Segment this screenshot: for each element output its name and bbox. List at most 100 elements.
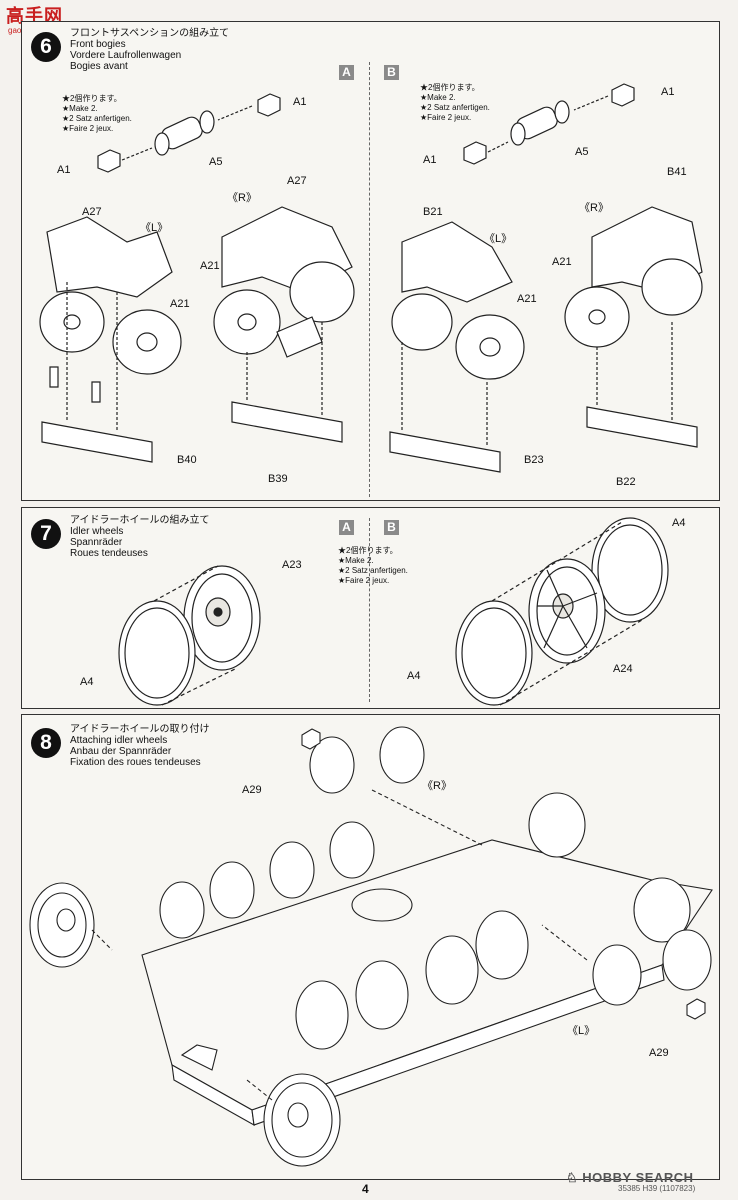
part-label-a1: A1 xyxy=(661,86,675,98)
variant-b-badge: B xyxy=(384,520,399,535)
part-label-a5: A5 xyxy=(575,146,589,158)
left-bogie-a xyxy=(39,216,182,463)
product-code: 35385 H39 (1107823) xyxy=(618,1184,696,1193)
left-side-label: 《L》 xyxy=(567,1025,596,1037)
part-label-a29: A29 xyxy=(242,784,262,796)
left-side-label: 《L》 xyxy=(484,233,513,245)
road-wheels-far-side xyxy=(159,821,375,939)
step-number: 8 xyxy=(31,728,61,758)
title-jp: フロントサスペンションの組み立て xyxy=(70,28,230,39)
left-idler-assembly xyxy=(541,924,712,1020)
variant-divider xyxy=(369,518,370,702)
left-bogie-b xyxy=(389,221,525,473)
title-fr: Roues tendeuses xyxy=(70,548,148,559)
bogie-end-cap-a1 xyxy=(611,83,635,107)
note-fr: ★Faire 2 jeux. xyxy=(420,113,472,122)
rubber-tire-a4 xyxy=(118,600,196,706)
drive-sprocket xyxy=(633,877,691,943)
hull-hatch xyxy=(351,888,413,922)
hull-idler-attachment-illustration xyxy=(29,726,713,1167)
idler-wheel-front-right xyxy=(246,1073,341,1167)
step-title: フロントサスペンションの組み立て Front bogies Vordere La… xyxy=(70,28,229,72)
title-en: Idler wheels xyxy=(70,526,124,537)
part-label-b22: B22 xyxy=(616,476,636,488)
make-two-note: ★2個作ります。 ★Make 2. ★2 Satz anfertigen. ★F… xyxy=(62,94,132,134)
part-label-a5: A5 xyxy=(209,156,223,168)
step-title: アイドラーホイールの取り付け Attaching idler wheels An… xyxy=(70,724,210,768)
variant-a-badge: A xyxy=(339,65,354,80)
part-label-a27: A27 xyxy=(287,175,307,187)
title-en: Front bogies xyxy=(70,39,126,50)
rubber-tire-a4 xyxy=(591,517,669,623)
title-fr: Fixation des roues tendeuses xyxy=(70,757,201,768)
rubber-tire-a4 xyxy=(455,600,533,706)
title-de: Spannräder xyxy=(70,537,123,548)
idler-wheel-a23 xyxy=(183,565,261,671)
part-label-a24: A24 xyxy=(613,663,633,675)
idler-arm-a29 xyxy=(301,728,321,750)
note-de: ★2 Satz anfertigen. xyxy=(62,114,132,123)
part-label-a29: A29 xyxy=(649,1047,669,1059)
title-fr: Bogies avant xyxy=(70,61,128,72)
drive-sprocket xyxy=(528,792,586,858)
note-de: ★2 Satz anfertigen. xyxy=(420,103,490,112)
note-en: ★Make 2. xyxy=(62,104,98,113)
note-fr: ★Faire 2 jeux. xyxy=(338,576,390,585)
part-label-a4: A4 xyxy=(80,676,94,688)
step-number: 7 xyxy=(31,519,61,549)
note-en: ★Make 2. xyxy=(338,556,374,565)
page-number: 4 xyxy=(362,1182,369,1196)
front-bogie-assembly-illustration xyxy=(39,83,703,473)
right-side-label: 《R》 xyxy=(422,780,452,792)
part-label-a4: A4 xyxy=(407,670,421,682)
variant-a-badge: A xyxy=(339,520,354,535)
part-label-b40: B40 xyxy=(177,454,197,466)
step-7-panel: 7 アイドラーホイールの組み立て Idler wheels Spannräder… xyxy=(21,507,720,709)
bogie-end-cap-a1 xyxy=(257,93,281,117)
bogie-end-cap-a1 xyxy=(463,141,487,165)
part-label-a21: A21 xyxy=(170,298,190,310)
right-bogie-b xyxy=(564,206,703,448)
road-wheels-near-side xyxy=(295,910,529,1050)
title-en: Attaching idler wheels xyxy=(70,735,168,746)
note-jp: ★2個作ります。 xyxy=(420,83,480,92)
part-label-a21: A21 xyxy=(200,260,220,272)
title-jp: アイドラーホイールの取り付け xyxy=(70,724,210,735)
part-label-a23: A23 xyxy=(282,559,302,571)
part-label-b21: B21 xyxy=(423,206,443,218)
make-two-note: ★2個作ります。 ★Make 2. ★2 Satz anfertigen. ★F… xyxy=(420,83,490,123)
part-label-a1: A1 xyxy=(293,96,307,108)
note-en: ★Make 2. xyxy=(420,93,456,102)
right-bogie-a xyxy=(213,206,355,443)
part-label-b41: B41 xyxy=(667,166,687,178)
idler-arm-a29 xyxy=(686,998,706,1020)
part-label-b39: B39 xyxy=(268,473,288,485)
bogie-axle-part-a5 xyxy=(510,100,570,146)
right-side-label: 《R》 xyxy=(227,192,257,204)
part-label-a21: A21 xyxy=(517,293,537,305)
idler-mount-bracket xyxy=(180,1044,218,1071)
spoked-idler-wheel-a24 xyxy=(528,558,606,664)
note-fr: ★Faire 2 jeux. xyxy=(62,124,114,133)
title-de: Anbau der Spannräder xyxy=(70,746,172,757)
bogie-axle-part-a5 xyxy=(154,110,215,156)
bogie-end-cap-a1 xyxy=(97,149,121,173)
step-6-panel: 6 フロントサスペンションの組み立て Front bogies Vordere … xyxy=(21,21,720,501)
idler-wheel-illustration xyxy=(118,517,669,706)
step-8-panel: 8 アイドラーホイールの取り付け Attaching idler wheels … xyxy=(21,714,720,1180)
left-side-label: 《L》 xyxy=(140,222,169,234)
note-jp: ★2個作ります。 xyxy=(62,94,122,103)
step-title: アイドラーホイールの組み立て Idler wheels Spannräder R… xyxy=(70,515,210,559)
right-idler-assembly xyxy=(301,726,483,846)
idler-wheel-front-left xyxy=(29,882,113,968)
right-side-label: 《R》 xyxy=(579,202,609,214)
part-label-a1: A1 xyxy=(57,164,71,176)
part-label-b23: B23 xyxy=(524,454,544,466)
variant-b-badge: B xyxy=(384,65,399,80)
title-de: Vordere Laufrollenwagen xyxy=(70,50,182,61)
note-de: ★2 Satz anfertigen. xyxy=(338,566,408,575)
title-jp: アイドラーホイールの組み立て xyxy=(70,515,210,526)
part-label-a4: A4 xyxy=(672,517,686,529)
step-number: 6 xyxy=(31,32,61,62)
part-label-a27: A27 xyxy=(82,206,102,218)
